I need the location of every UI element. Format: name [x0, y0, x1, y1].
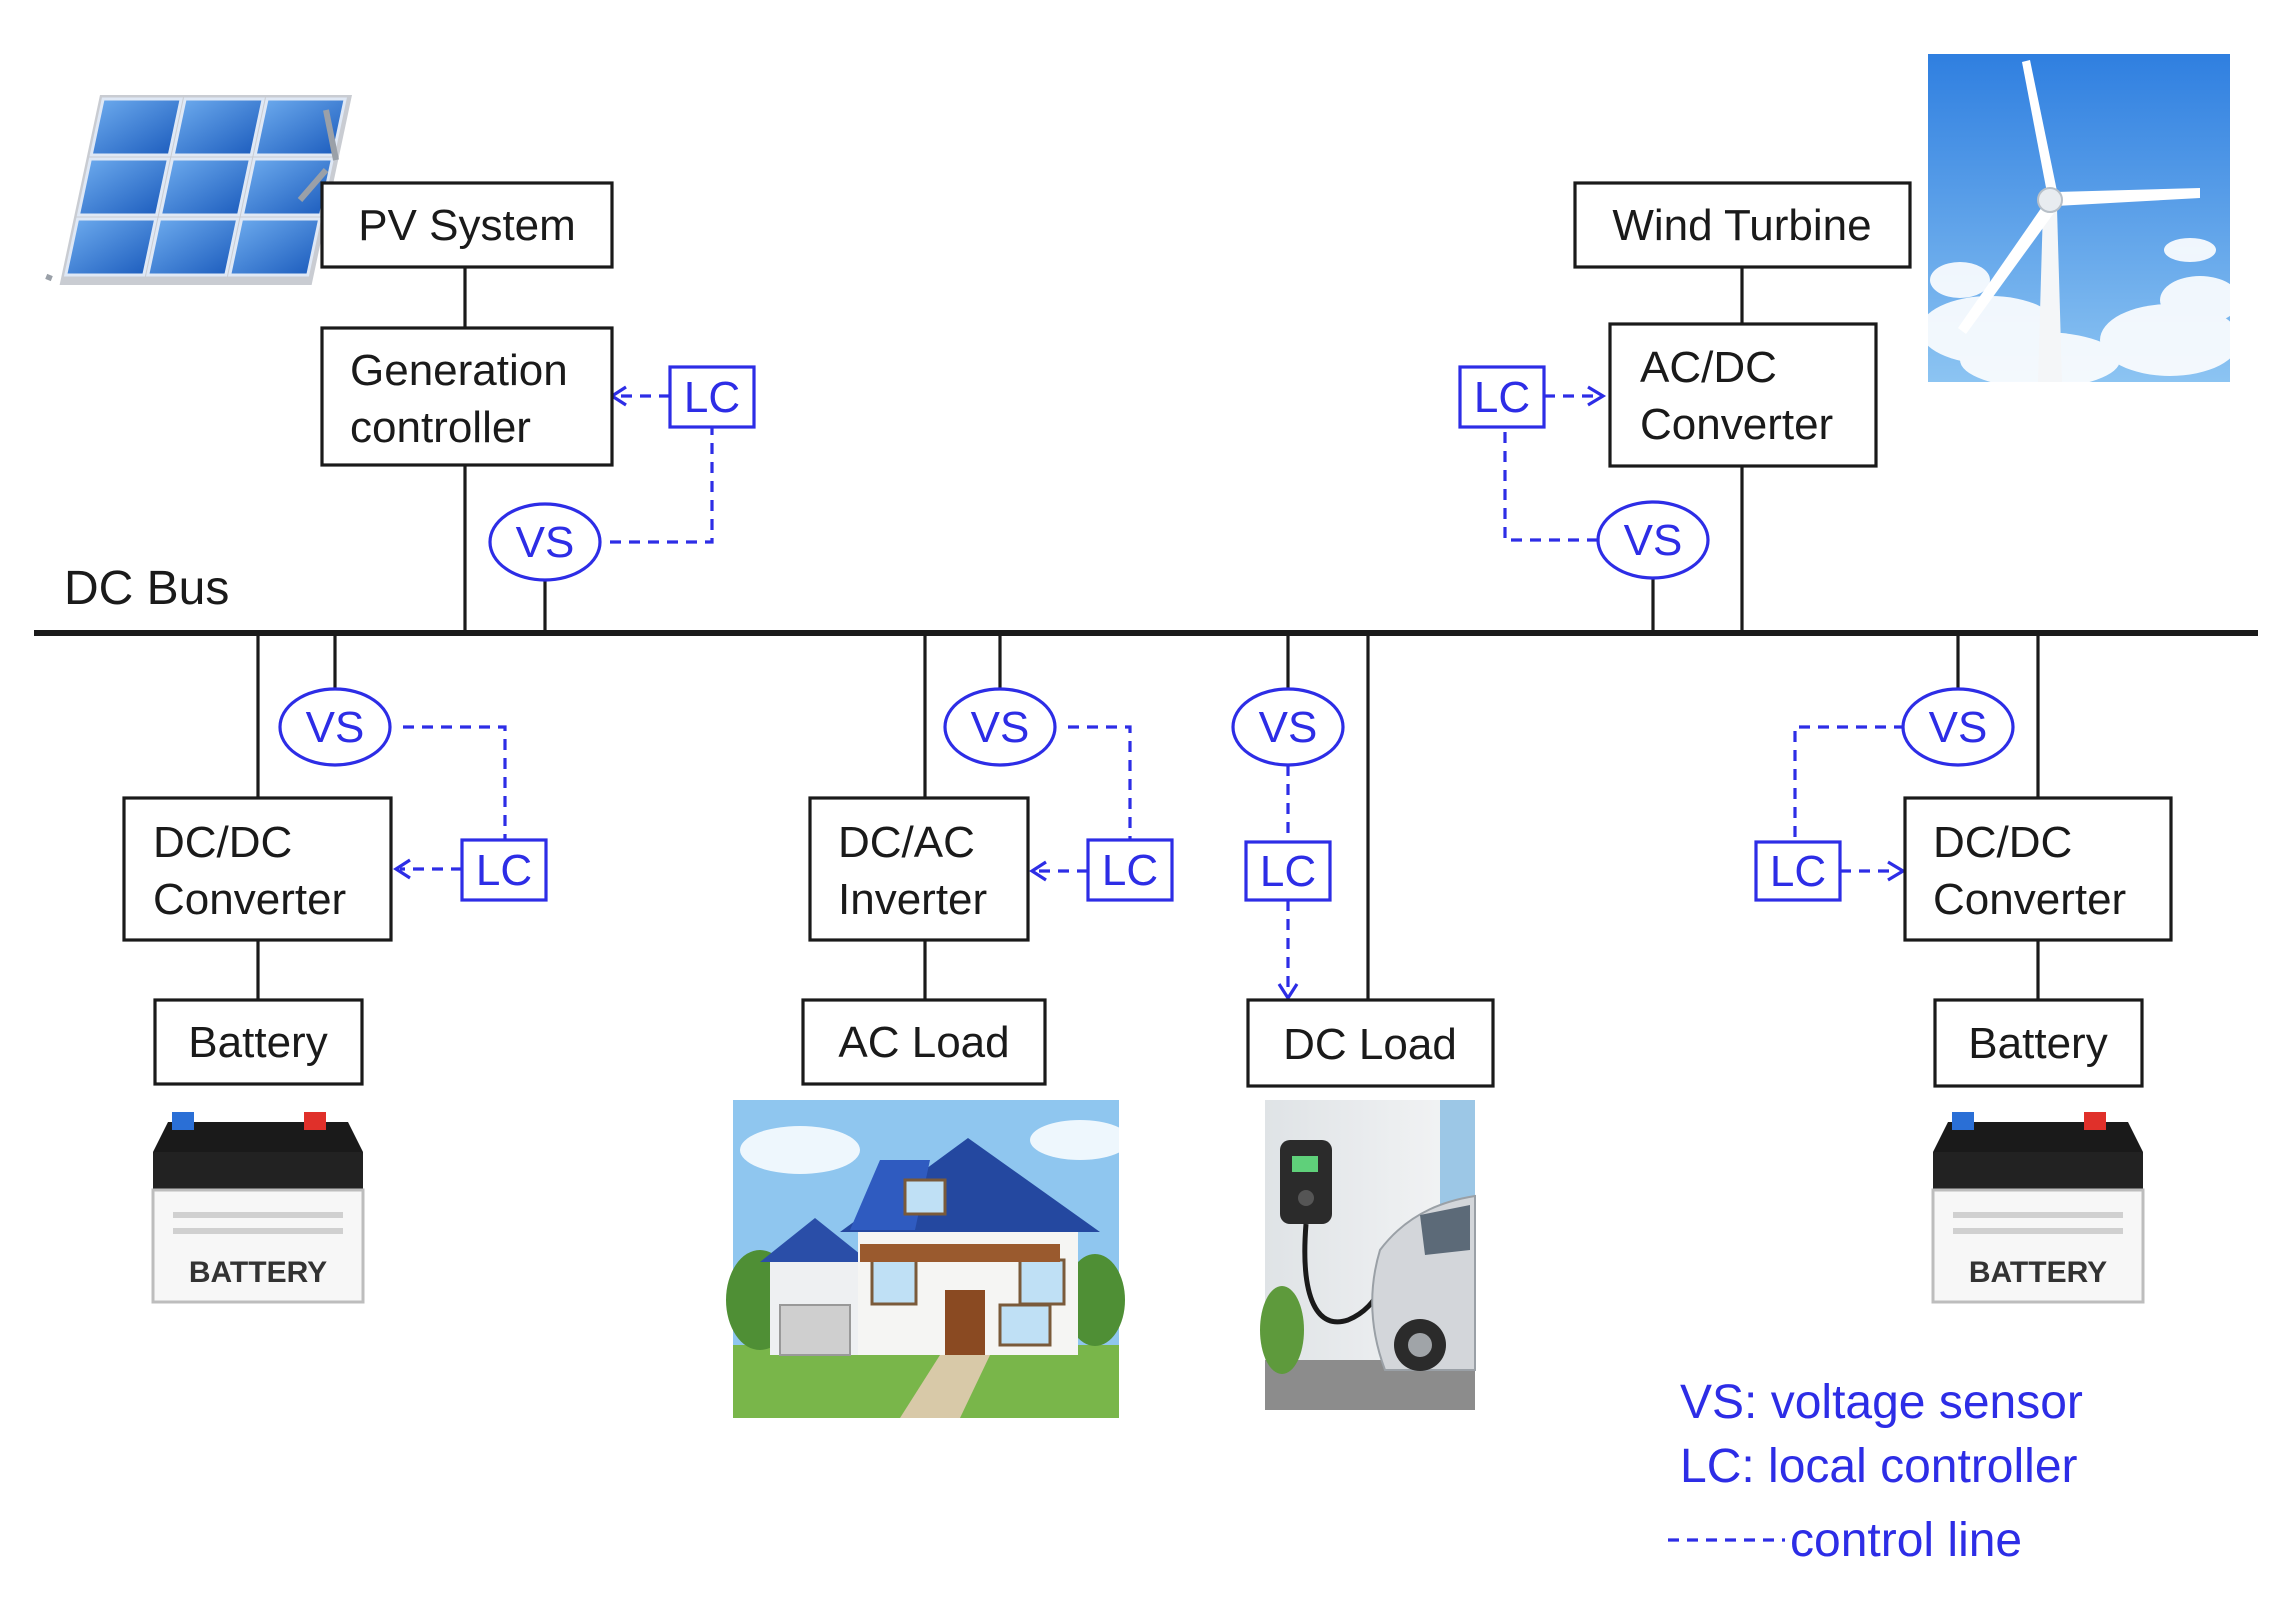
wind-turbine-label: Wind Turbine	[1612, 201, 1871, 250]
battery-icon: BATTERY	[1931, 1112, 2145, 1304]
block-generation-controller: Generation controller	[320, 326, 614, 467]
local-controller-label: LC	[1260, 847, 1316, 896]
generation-controller-label-line1: Generation	[350, 346, 568, 395]
local-controller-ac-load: LC	[1086, 838, 1174, 902]
acdc-converter-label-line2: Converter	[1640, 400, 1833, 449]
local-controller-battery-right: LC	[1754, 840, 1842, 902]
battery-text: BATTERY	[189, 1256, 327, 1289]
ac-load-label: AC Load	[838, 1018, 1009, 1067]
block-ac-load: AC Load	[801, 998, 1047, 1086]
voltage-sensor-label: VS	[516, 518, 575, 567]
legend: VS: voltage sensor LC: local controller …	[1668, 1376, 2083, 1567]
dcdc-converter-left-label-line2: Converter	[153, 875, 346, 924]
dcac-inverter-label-line1: DC/AC	[838, 818, 975, 867]
battery-text: BATTERY	[1969, 1256, 2107, 1289]
local-controller-wind: LC	[1458, 365, 1546, 429]
local-controller-label: LC	[1102, 846, 1158, 895]
dcdc-converter-right-label-line2: Converter	[1933, 875, 2126, 924]
voltage-sensor-dc-load: VS	[1231, 687, 1345, 767]
block-battery-right: Battery	[1933, 998, 2144, 1088]
wind-turbine-icon	[1920, 54, 2240, 388]
acdc-converter-label-line1: AC/DC	[1640, 343, 1777, 392]
voltage-sensor-battery-right: VS	[1901, 687, 2015, 767]
local-controller-pv: LC	[668, 365, 756, 429]
block-battery-left: Battery	[153, 998, 364, 1086]
voltage-sensor-ac-load: VS	[943, 687, 1057, 767]
battery-right-label: Battery	[1968, 1019, 2107, 1068]
legend-control-line: control line	[1790, 1514, 2022, 1567]
voltage-sensor-wind: VS	[1596, 500, 1710, 580]
voltage-sensor-label: VS	[1259, 703, 1318, 752]
legend-vs: VS: voltage sensor	[1680, 1376, 2083, 1429]
battery-icon: BATTERY	[151, 1112, 365, 1304]
generation-controller-label-line2: controller	[350, 403, 531, 452]
block-dcac-inverter: DC/AC Inverter	[808, 796, 1030, 942]
power-wiring	[256, 267, 2040, 1000]
local-controller-label: LC	[1474, 373, 1530, 422]
block-pv-system: PV System	[320, 181, 614, 269]
solar-panel-icon	[45, 95, 352, 285]
voltage-sensor-battery-left: VS	[278, 687, 392, 767]
dc-load-label: DC Load	[1283, 1020, 1457, 1069]
block-wind-turbine: Wind Turbine	[1573, 181, 1912, 269]
block-dc-load: DC Load	[1246, 998, 1495, 1088]
block-dcdc-converter-left: DC/DC Converter	[122, 796, 393, 942]
local-controller-label: LC	[1770, 847, 1826, 896]
voltage-sensor-label: VS	[1929, 703, 1988, 752]
house-icon	[726, 1100, 1130, 1418]
dcdc-converter-right-label-line1: DC/DC	[1933, 818, 2072, 867]
dcdc-converter-left-label-line1: DC/DC	[153, 818, 292, 867]
battery-left-label: Battery	[188, 1018, 327, 1067]
local-controller-label: LC	[684, 373, 740, 422]
control-lines	[393, 385, 1907, 1001]
block-acdc-converter: AC/DC Converter	[1608, 322, 1878, 468]
ev-charger-icon	[1260, 1100, 1476, 1410]
legend-lc: LC: local controller	[1680, 1440, 2078, 1493]
voltage-sensor-label: VS	[306, 703, 365, 752]
block-dcdc-converter-right: DC/DC Converter	[1903, 796, 2173, 942]
local-controller-battery-left: LC	[460, 838, 548, 902]
dc-bus-label: DC Bus	[64, 562, 229, 615]
pv-system-label: PV System	[358, 201, 576, 250]
voltage-sensor-pv: VS	[488, 502, 602, 582]
voltage-sensor-label: VS	[971, 703, 1030, 752]
voltage-sensor-label: VS	[1624, 516, 1683, 565]
local-controller-dc-load: LC	[1244, 840, 1332, 902]
dcac-inverter-label-line2: Inverter	[838, 875, 987, 924]
local-controller-label: LC	[476, 846, 532, 895]
